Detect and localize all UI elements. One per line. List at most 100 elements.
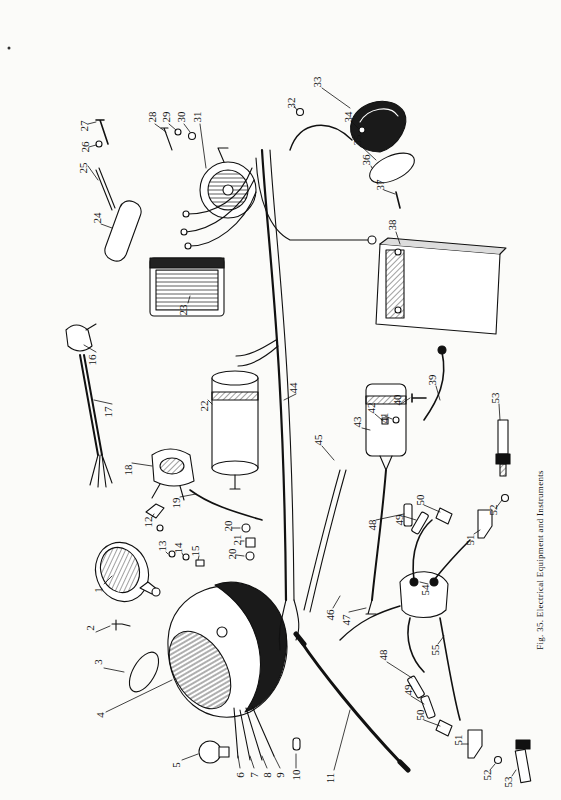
callout-number: 27 [79, 121, 90, 132]
callout-number: 13 [157, 541, 168, 552]
callout-number: 35 [352, 135, 363, 146]
tail-lamp [351, 101, 406, 152]
callout-number: 51 [453, 735, 464, 746]
headlamp-wires [234, 706, 274, 760]
callout-number: 52 [488, 505, 499, 516]
callout-number: 43 [352, 417, 363, 428]
screw [396, 192, 400, 208]
screw [112, 620, 130, 630]
washer [502, 495, 509, 502]
callout-number: 55 [430, 645, 441, 656]
speedometer [87, 535, 160, 609]
screw [161, 128, 172, 150]
callout-number: 15 [190, 546, 201, 557]
callout-number: 38 [387, 220, 398, 231]
callout-number: 39 [427, 375, 438, 386]
callout-number: 10 [291, 770, 302, 781]
callout-number: 7 [249, 772, 260, 778]
callout-number: 30 [176, 112, 187, 123]
clip [146, 504, 164, 518]
callout-number: 21 [232, 535, 243, 546]
bush [246, 538, 255, 547]
strap [96, 168, 115, 210]
callout-number: 49 [394, 515, 405, 526]
callout-number: 26 [80, 142, 91, 153]
spark-plug [515, 740, 530, 783]
callout-number: 29 [161, 112, 172, 123]
nut [157, 525, 163, 531]
ignition-coil [366, 384, 406, 470]
callout-number: 49 [403, 685, 414, 696]
callout-number: 8 [262, 772, 273, 778]
dynamo [212, 371, 258, 489]
callout-number: 44 [288, 383, 299, 394]
battery-lead [424, 352, 444, 420]
cap [436, 720, 452, 736]
bolt [96, 120, 108, 144]
callout-number: 28 [147, 112, 158, 123]
callout-number: 24 [92, 213, 103, 224]
switch-cable [80, 355, 102, 455]
horn [200, 148, 256, 218]
callout-number: 1 [93, 587, 104, 593]
bulb-base [219, 747, 229, 757]
wiring-harness [181, 125, 376, 650]
cable-ends [296, 634, 408, 770]
callout-number: 51 [465, 535, 476, 546]
callout-number: 6 [235, 772, 246, 778]
cable-wires [90, 455, 112, 487]
callout-number: 45 [313, 435, 324, 446]
callout-number: 20 [223, 521, 234, 532]
nut [189, 133, 196, 140]
lens [365, 147, 419, 189]
callout-number: 42 [366, 403, 377, 414]
lead [340, 606, 400, 640]
callout-number: 48 [367, 520, 378, 531]
plug-lead [408, 618, 460, 720]
callout-number: 53 [503, 777, 514, 788]
headlamp [156, 582, 287, 760]
sleeve [404, 504, 412, 526]
callout-number: 19 [171, 498, 182, 509]
figure-caption: Fig. 35. Electrical Equipment and Instru… [536, 470, 545, 650]
callout-number: 32 [286, 98, 297, 109]
callout-number: 22 [199, 401, 210, 412]
callout-number: 40 [392, 395, 403, 406]
callout-number: 34 [343, 112, 354, 123]
bulb [199, 741, 221, 763]
ht-lead [372, 470, 386, 600]
distributor-cap [400, 572, 448, 618]
callout-number: 33 [312, 77, 323, 88]
screw [359, 127, 365, 133]
callout-number: 37 [375, 180, 386, 191]
nut [242, 524, 250, 532]
callout-number: 50 [415, 710, 426, 721]
callout-number: 23 [178, 305, 189, 316]
terminal [196, 560, 204, 566]
plug-cap [468, 730, 482, 758]
nut [297, 109, 304, 116]
callout-number: 9 [275, 772, 286, 778]
terminal [438, 346, 446, 354]
callout-number: 20 [227, 549, 238, 560]
ring [123, 647, 164, 696]
sleeve [411, 511, 429, 534]
callout-number: 14 [173, 543, 184, 554]
callout-number: 52 [482, 770, 493, 781]
regulator [150, 258, 224, 316]
callout-number: 48 [378, 650, 389, 661]
callout-number: 31 [192, 112, 203, 123]
nut [183, 554, 189, 560]
callout-number: 36 [361, 155, 372, 166]
callout-number: 11 [325, 773, 336, 784]
number-plate-lamp [102, 198, 144, 264]
cap [436, 508, 452, 524]
nut [246, 552, 254, 560]
callout-number: 3 [93, 659, 104, 665]
speedometer-cable [300, 640, 400, 762]
dip-switch [66, 324, 96, 351]
washer [96, 141, 102, 147]
callout-number: 54 [420, 585, 431, 596]
callout-number: 12 [143, 517, 154, 528]
